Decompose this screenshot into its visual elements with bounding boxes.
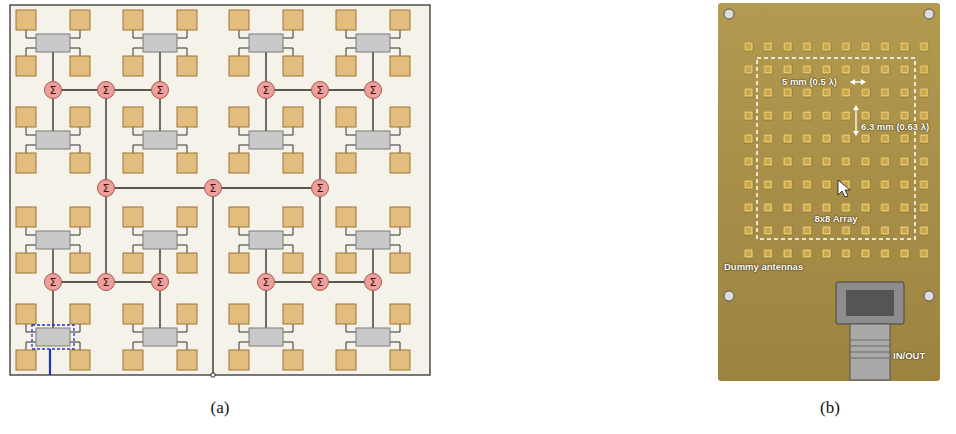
sum-node: Σ: [204, 179, 222, 197]
sum-symbol: Σ: [50, 85, 57, 96]
sum-node: Σ: [97, 273, 115, 291]
signal-line: [62, 281, 97, 282]
signal-line: [329, 89, 364, 90]
sum-node: Σ: [311, 273, 329, 291]
sum-symbol: Σ: [103, 183, 110, 194]
sum-node: Σ: [97, 81, 115, 99]
sum-symbol: Σ: [263, 85, 270, 96]
sum-node: Σ: [364, 81, 382, 99]
caption-label: (a): [211, 398, 230, 418]
sum-symbol: Σ: [370, 277, 377, 288]
signal-line: [105, 197, 106, 273]
sum-symbol: Σ: [317, 183, 324, 194]
sum-symbol: Σ: [263, 277, 270, 288]
signal-line: [275, 89, 311, 90]
dimension-label: 5 mm (0.5 λ): [782, 76, 837, 87]
sum-symbol: Σ: [157, 277, 164, 288]
signal-line: [275, 281, 311, 282]
signal-line: [329, 281, 364, 282]
sum-symbol: Σ: [210, 183, 217, 194]
pcb-photo: [718, 3, 940, 381]
dimension-label: 6.3 mm (0.63 λ): [861, 121, 929, 132]
sum-node: Σ: [97, 179, 115, 197]
signal-line: [222, 187, 311, 188]
sum-node: Σ: [311, 81, 329, 99]
signal-line: [115, 281, 151, 282]
sum-node: Σ: [311, 179, 329, 197]
signal-line: [319, 197, 320, 273]
sum-symbol: Σ: [157, 85, 164, 96]
caption-label: (b): [820, 398, 840, 418]
sum-node: Σ: [44, 81, 62, 99]
signal-line: [105, 99, 106, 179]
sum-node: Σ: [44, 273, 62, 291]
sum-symbol: Σ: [317, 277, 324, 288]
sum-node: Σ: [257, 81, 275, 99]
sum-symbol: Σ: [103, 85, 110, 96]
signal-line: [319, 99, 320, 179]
sum-node: Σ: [364, 273, 382, 291]
sum-node: Σ: [151, 81, 169, 99]
sum-symbol: Σ: [317, 85, 324, 96]
signal-line: [115, 187, 204, 188]
sum-symbol: Σ: [103, 277, 110, 288]
note-label: Dummy antennas: [724, 261, 803, 272]
signal-line: [115, 89, 151, 90]
array-label: 8x8 Array: [815, 213, 858, 224]
port-label: IN/OUT: [893, 350, 925, 361]
sum-node: Σ: [151, 273, 169, 291]
sum-symbol: Σ: [50, 277, 57, 288]
sum-node: Σ: [257, 273, 275, 291]
array-schematic: [10, 5, 430, 377]
signal-line: [62, 89, 97, 90]
sum-symbol: Σ: [370, 85, 377, 96]
